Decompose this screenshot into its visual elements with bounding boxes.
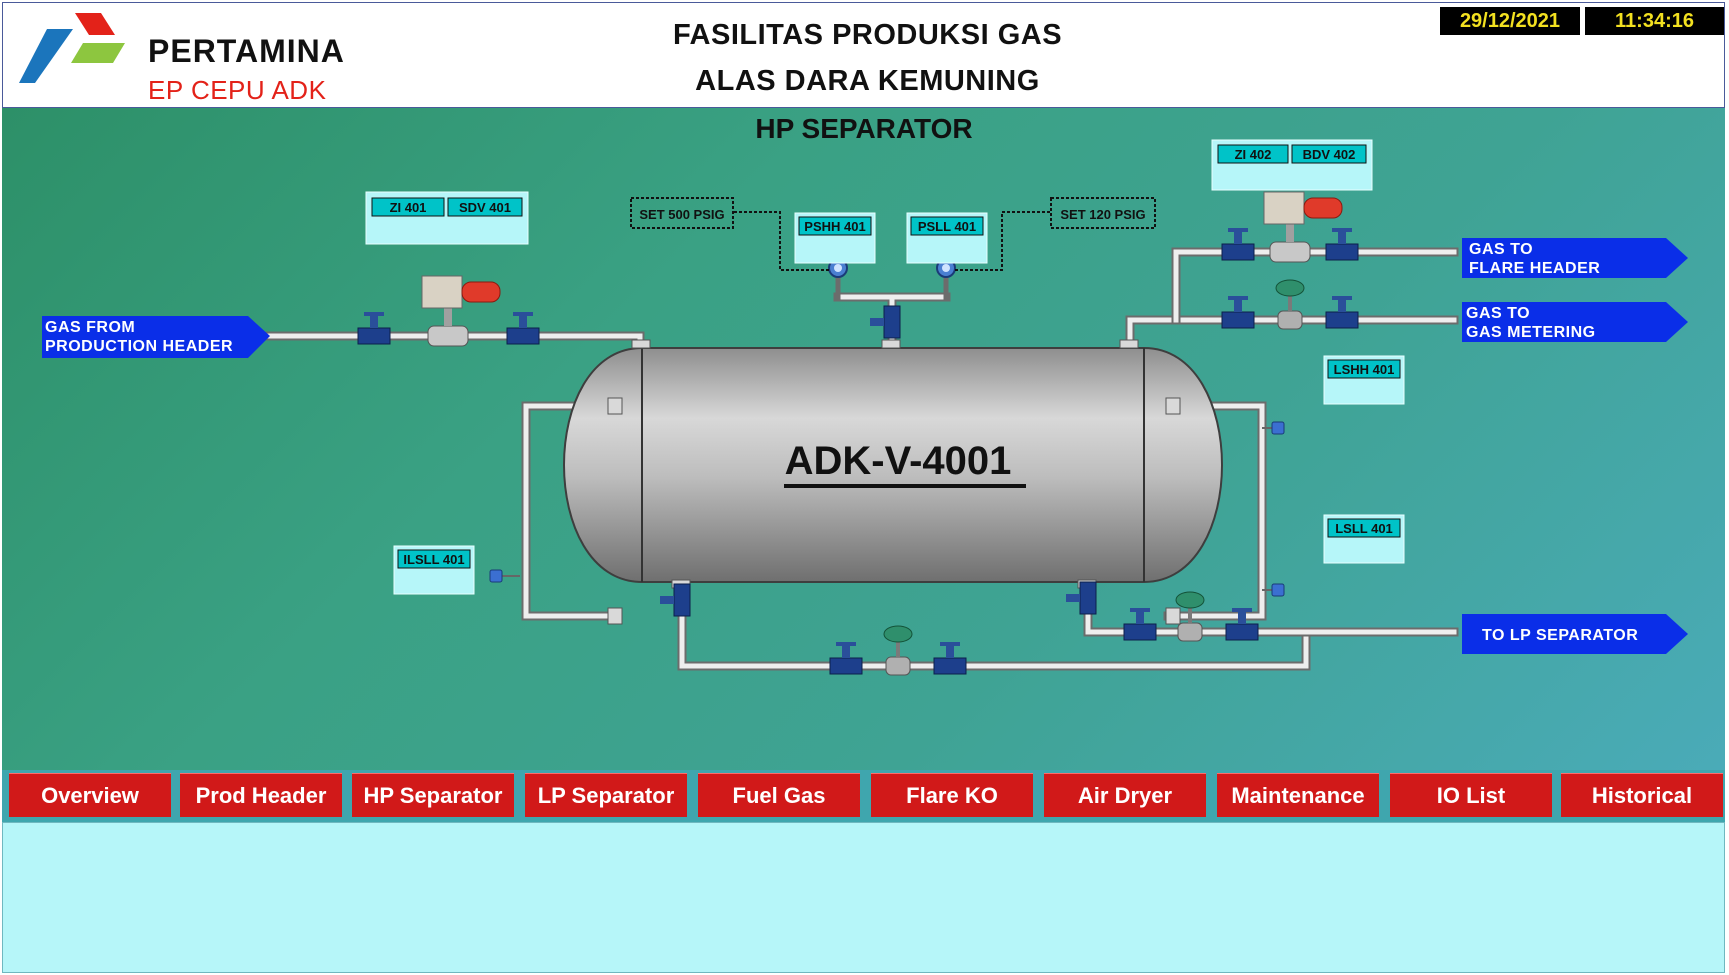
- gate-valve-icon[interactable]: [1225, 608, 1259, 641]
- tag-zi402: ZI 402: [1235, 147, 1272, 162]
- gate-valve-icon[interactable]: [660, 583, 691, 617]
- gate-valve-icon[interactable]: [1066, 581, 1097, 615]
- control-valve-icon[interactable]: [1275, 279, 1305, 330]
- stream-inlet[interactable]: GAS FROM PRODUCTION HEADER: [42, 316, 270, 358]
- svg-text:GAS FROM: GAS FROM: [45, 319, 135, 336]
- tag-lsll401: LSLL 401: [1335, 521, 1393, 536]
- control-valve-icon[interactable]: [883, 625, 913, 676]
- setpoint-low: SET 120 PSIG: [1050, 197, 1156, 229]
- level-switch-icon[interactable]: [1262, 583, 1285, 597]
- nav-button-io-list[interactable]: IO List: [1390, 773, 1552, 817]
- tag-box-psll401[interactable]: PSLL 401: [906, 212, 988, 264]
- nav-button-historical[interactable]: Historical: [1561, 773, 1723, 817]
- actuated-valve-icon[interactable]: [421, 275, 501, 347]
- gate-valve-icon[interactable]: [1221, 228, 1255, 261]
- tag-ilsll401: ILSLL 401: [403, 552, 464, 567]
- nav-button-fuel-gas[interactable]: Fuel Gas: [698, 773, 860, 817]
- vessel-label: ADK-V-4001: [785, 439, 1012, 483]
- gate-valve-icon[interactable]: [870, 305, 901, 339]
- tag-box-lshh401[interactable]: LSHH 401: [1323, 355, 1405, 405]
- gate-valve-icon[interactable]: [1325, 228, 1359, 261]
- svg-text:GAS TO: GAS TO: [1466, 305, 1530, 322]
- svg-text:SET 120 PSIG: SET 120 PSIG: [1060, 207, 1145, 222]
- screen-title: HP SEPARATOR: [755, 113, 972, 144]
- nav-button-air-dryer[interactable]: Air Dryer: [1044, 773, 1206, 817]
- svg-text:GAS TO: GAS TO: [1469, 241, 1533, 258]
- level-switch-icon[interactable]: [1262, 421, 1285, 435]
- svg-text:PRODUCTION HEADER: PRODUCTION HEADER: [45, 338, 233, 355]
- tag-box-sdv401[interactable]: ZI 401 SDV 401: [365, 191, 529, 245]
- page-title-line2: ALAS DARA KEMUNING: [695, 65, 1040, 97]
- gate-valve-icon[interactable]: [357, 312, 391, 345]
- nav-button-maintenance[interactable]: Maintenance: [1217, 773, 1379, 817]
- svg-text:FLARE HEADER: FLARE HEADER: [1469, 260, 1600, 277]
- tag-psll401: PSLL 401: [918, 219, 976, 234]
- tag-zi401: ZI 401: [390, 200, 427, 215]
- svg-text:TO LP SEPARATOR: TO LP SEPARATOR: [1482, 627, 1638, 644]
- pertamina-logo-icon: [19, 13, 125, 83]
- header-bar: PERTAMINA EP CEPU ADK FASILITAS PRODUKSI…: [2, 2, 1725, 108]
- svg-text:GAS METERING: GAS METERING: [1466, 324, 1596, 341]
- stream-lp-separator[interactable]: TO LP SEPARATOR: [1462, 614, 1688, 654]
- setpoint-high: SET 500 PSIG: [630, 197, 734, 229]
- scada-canvas: HP SEPARATOR ADK-V-4001: [2, 108, 1725, 770]
- status-panel: [2, 822, 1725, 973]
- svg-text:SET 500 PSIG: SET 500 PSIG: [639, 207, 724, 222]
- date-display: 29/12/2021: [1440, 7, 1580, 35]
- time-display: 11:34:16: [1585, 7, 1724, 35]
- gate-valve-icon[interactable]: [1221, 296, 1255, 329]
- tag-pshh401: PSHH 401: [804, 219, 865, 234]
- tag-lshh401: LSHH 401: [1334, 362, 1395, 377]
- nav-button-flare-ko[interactable]: Flare KO: [871, 773, 1033, 817]
- gate-valve-icon[interactable]: [1123, 608, 1157, 641]
- tag-sdv401: SDV 401: [459, 200, 511, 215]
- separator-vessel[interactable]: ADK-V-4001: [563, 347, 1223, 583]
- stream-flare-header[interactable]: GAS TO FLARE HEADER: [1462, 238, 1688, 278]
- gate-valve-icon[interactable]: [1325, 296, 1359, 329]
- gate-valve-icon[interactable]: [506, 312, 540, 345]
- tag-box-ilsll401[interactable]: ILSLL 401: [393, 545, 475, 595]
- gate-valve-icon[interactable]: [829, 642, 863, 675]
- actuated-valve-icon[interactable]: [1263, 191, 1343, 263]
- logo-subtitle: EP CEPU ADK: [148, 75, 327, 105]
- nav-button-lp-separator[interactable]: LP Separator: [525, 773, 687, 817]
- level-switch-icon[interactable]: [489, 569, 520, 583]
- control-valve-icon[interactable]: [1175, 591, 1205, 642]
- nav-button-prod-header[interactable]: Prod Header: [180, 773, 342, 817]
- tag-box-pshh401[interactable]: PSHH 401: [794, 212, 876, 264]
- stream-gas-metering[interactable]: GAS TO GAS METERING: [1462, 302, 1688, 342]
- gate-valve-icon[interactable]: [933, 642, 967, 675]
- page-title-line1: FASILITAS PRODUKSI GAS: [672, 19, 1063, 51]
- tag-box-lsll401[interactable]: LSLL 401: [1323, 514, 1405, 564]
- logo-name: PERTAMINA: [148, 33, 345, 69]
- tag-box-bdv402[interactable]: ZI 402 BDV 402: [1211, 139, 1373, 191]
- nav-button-overview[interactable]: Overview: [9, 773, 171, 817]
- nav-button-hp-separator[interactable]: HP Separator: [352, 773, 514, 817]
- tag-bdv402: BDV 402: [1303, 147, 1356, 162]
